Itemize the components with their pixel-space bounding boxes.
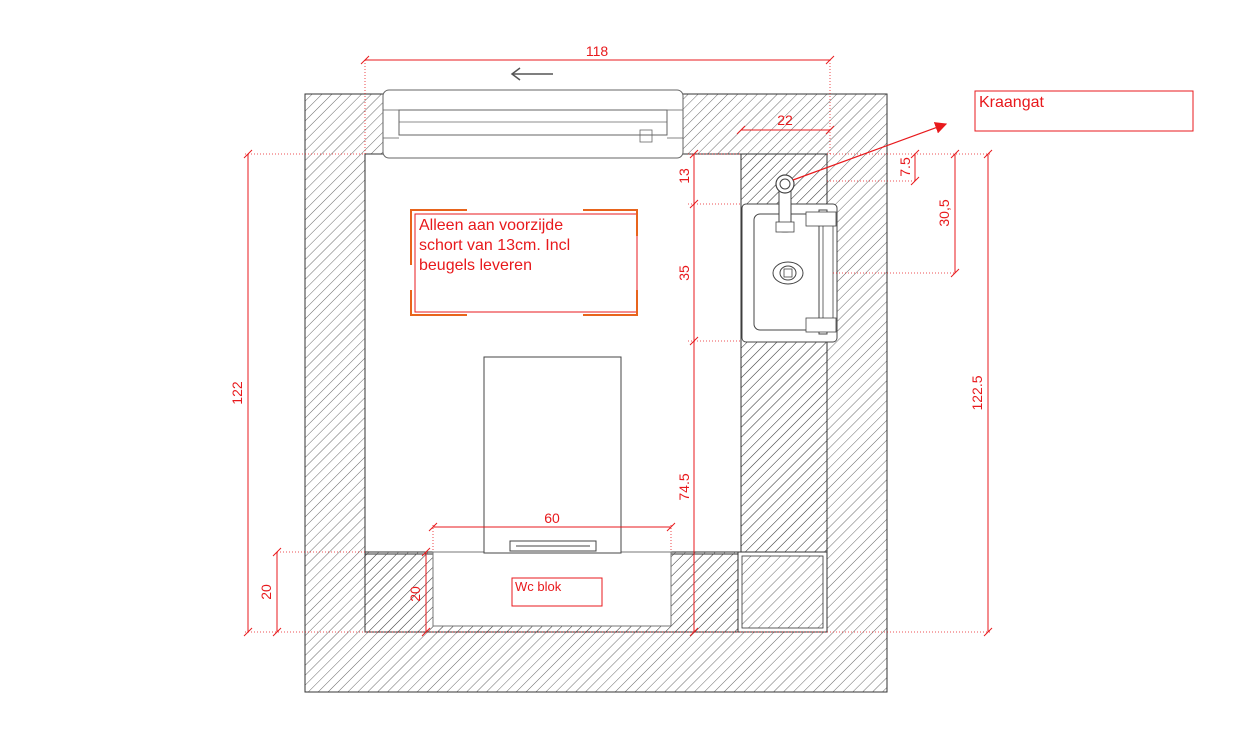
dim-cabinet-width: 22 — [777, 112, 793, 128]
dim-toilet-width: 60 — [544, 510, 560, 526]
radiator — [382, 89, 684, 159]
front-note-line-2: schort van 13cm. Incl — [419, 237, 570, 254]
front-note-line-3: beugels leveren — [419, 257, 532, 274]
dim-left-height: 122 — [229, 381, 245, 405]
front-note-box — [410, 209, 638, 316]
arrow-left-icon — [510, 67, 553, 81]
dimension-lines — [243, 55, 993, 637]
washbasin — [741, 174, 838, 343]
wc-block-label-box — [511, 577, 603, 607]
dim-basin-depth: 30,5 — [936, 199, 952, 226]
dim-box-height-inner: 20 — [407, 586, 423, 602]
dim-total-width: 118 — [586, 43, 609, 59]
arrow-up-right-icon — [792, 122, 948, 181]
front-note-line-1: Alleen aan voorzijde — [419, 217, 563, 234]
wc-block-label: Wc blok — [515, 579, 562, 594]
tap-hole-label-box — [974, 90, 1194, 132]
dim-tap-offset: 7.5 — [897, 157, 913, 177]
tap-hole-label: Kraangat — [979, 94, 1044, 111]
dim-box-height-left: 20 — [258, 584, 274, 600]
extension-lines — [245, 60, 990, 633]
toilet — [483, 356, 622, 554]
dim-cabinet-depth: 35 — [676, 265, 692, 281]
dim-lower-gap: 74.5 — [676, 473, 692, 500]
dim-upper-gap: 13 — [676, 168, 692, 184]
dim-right-height: 122.5 — [969, 375, 985, 410]
